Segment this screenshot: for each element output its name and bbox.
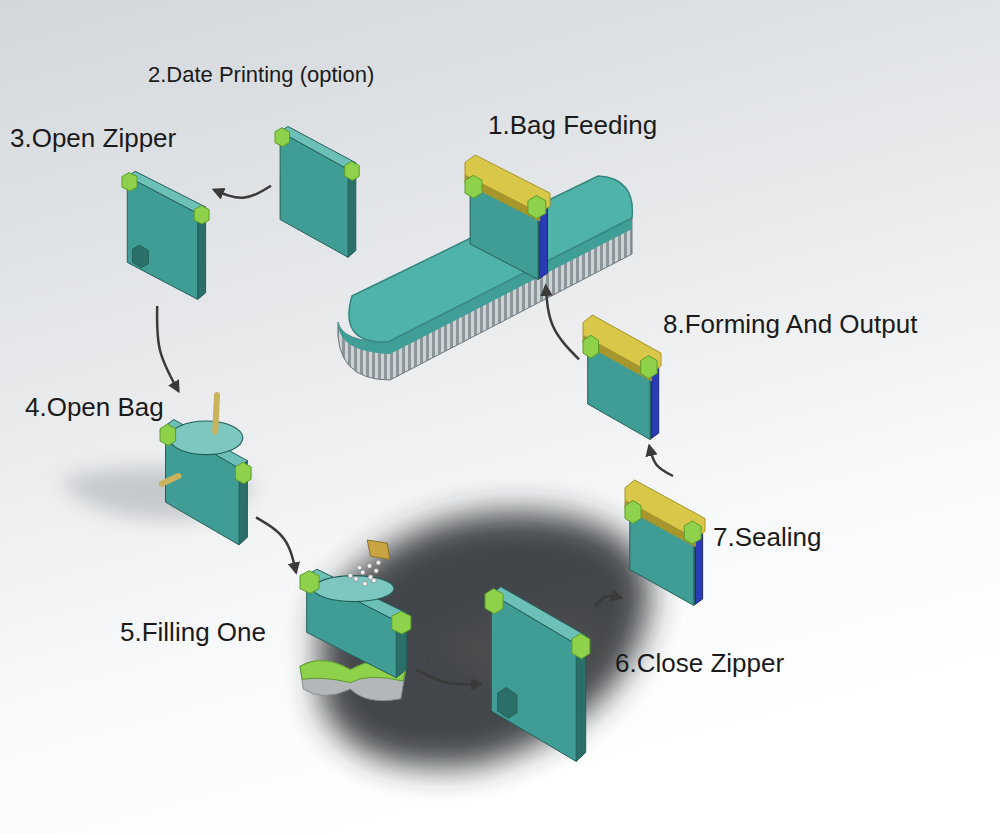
step-label: 2.Date Printing (option) <box>148 62 374 87</box>
bag-shape <box>625 480 705 608</box>
gripper <box>528 196 546 219</box>
zipper-block <box>133 245 149 268</box>
product-grain <box>354 576 359 581</box>
flow-arrow <box>416 670 481 685</box>
product-grain <box>376 560 381 565</box>
step-label: 5.Filling One <box>120 618 266 648</box>
bag-face <box>127 177 197 300</box>
gripper <box>572 634 590 659</box>
suction-rod <box>215 395 217 432</box>
bag-figure <box>275 126 359 257</box>
bag-opening <box>169 421 243 455</box>
bag-figure <box>583 315 661 440</box>
product-grain <box>363 581 368 586</box>
bag-figure <box>485 587 590 762</box>
bag-shape <box>122 170 210 302</box>
step-label: 4.Open Bag <box>25 393 164 423</box>
gripper <box>485 589 503 614</box>
gripper <box>194 206 209 225</box>
bag-shape <box>465 155 550 282</box>
gripper <box>275 128 290 147</box>
product-grain <box>374 568 379 573</box>
step-label: 7.Sealing <box>713 523 821 553</box>
product-grain <box>357 565 362 570</box>
sealing-strip <box>540 206 548 278</box>
product-grain <box>367 564 372 569</box>
zipper-block <box>498 688 517 719</box>
step-label: 3.Open Zipper <box>10 124 176 154</box>
flow-arrow <box>157 306 178 391</box>
gripper <box>583 335 599 358</box>
gripper <box>235 462 251 483</box>
bag-face <box>491 594 576 761</box>
gripper <box>345 162 360 181</box>
step-label: 6.Close Zipper <box>615 649 784 679</box>
flow-arrow <box>546 286 579 359</box>
bag-shape <box>160 395 252 548</box>
bag-face <box>307 576 397 678</box>
gripper <box>684 521 701 544</box>
bag-figure <box>160 395 251 545</box>
gripper <box>465 175 482 198</box>
bag-shape <box>485 585 591 765</box>
flow-arrow <box>214 186 271 198</box>
process-step: 5.Filling One <box>300 540 412 702</box>
bag-figure <box>300 540 411 701</box>
product-grain <box>360 570 365 575</box>
step-label: 1.Bag Feeding <box>488 111 657 141</box>
sealing-strip <box>695 531 702 604</box>
process-step: 8.Forming And Output <box>583 315 661 442</box>
gripper <box>625 501 641 524</box>
step-label: 8.Forming And Output <box>663 310 917 340</box>
gripper <box>160 424 176 445</box>
bag-figure <box>625 480 705 605</box>
product-grain <box>372 578 377 583</box>
bag-shape <box>275 125 360 260</box>
bag-face <box>280 132 348 257</box>
bag-figure <box>465 155 550 280</box>
gripper <box>122 173 137 192</box>
bag-shape <box>583 315 661 442</box>
process-step: 7.Sealing <box>625 480 705 608</box>
suction-rod <box>162 476 179 484</box>
flow-arrow <box>649 446 673 476</box>
process-step: 3.Open Zipper <box>122 170 210 302</box>
gripper <box>300 571 319 594</box>
process-step: 6.Close Zipper <box>485 585 591 765</box>
process-step: 4.Open Bag <box>160 395 252 548</box>
bag-shape <box>300 540 412 702</box>
gripper <box>392 611 411 634</box>
sealing-strip <box>652 366 659 438</box>
flow-arrow <box>595 596 621 607</box>
product-grain <box>348 573 353 578</box>
bag-figure <box>122 171 209 299</box>
process-step: 1.Bag Feeding <box>465 155 550 282</box>
bag-opening <box>313 576 394 602</box>
flow-arrow <box>256 517 296 572</box>
filling-chute <box>367 540 389 559</box>
gripper <box>641 356 657 379</box>
process-step: 2.Date Printing (option) <box>275 125 360 260</box>
